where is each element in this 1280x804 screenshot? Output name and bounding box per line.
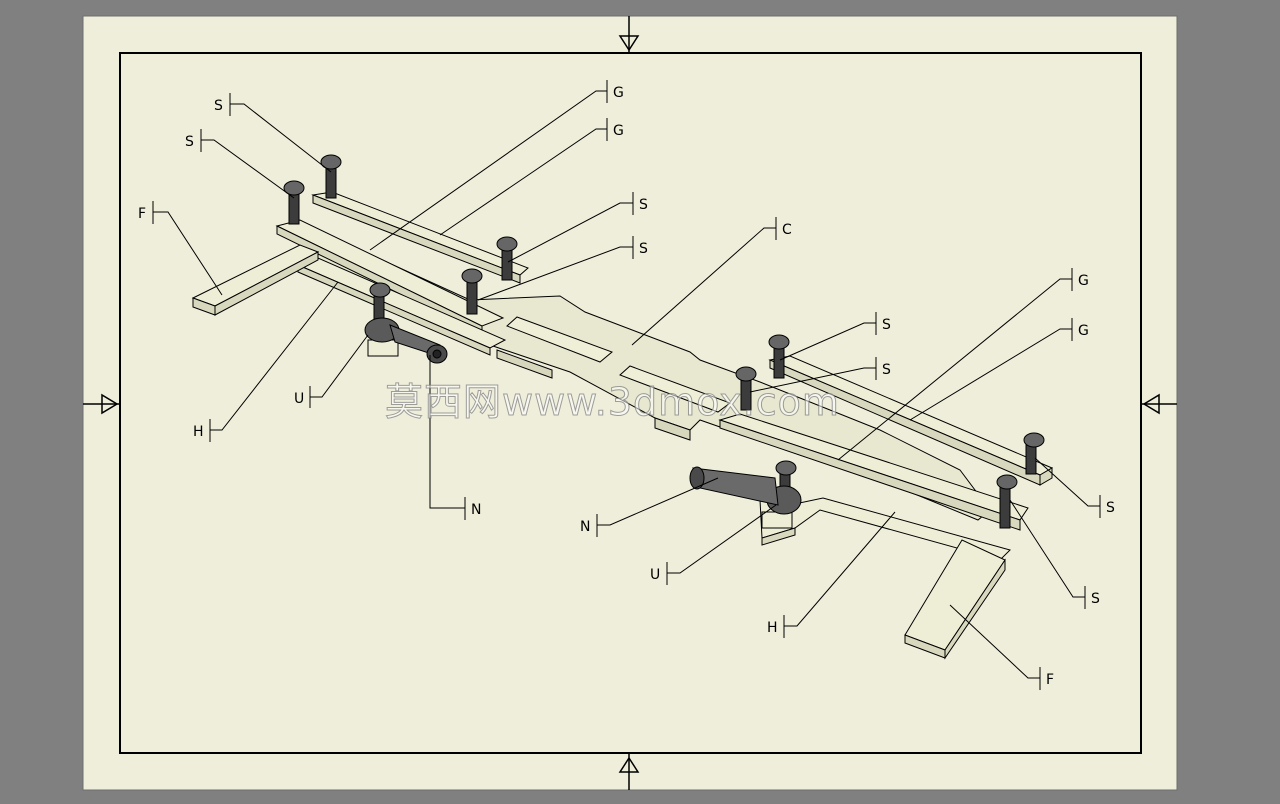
screw-icon xyxy=(320,154,342,199)
callout-s1: S xyxy=(214,98,223,114)
screw-icon xyxy=(1023,432,1045,475)
callout-g3: G xyxy=(1078,273,1089,289)
screw-icon xyxy=(283,180,305,225)
guide-g-right-front xyxy=(718,413,1029,531)
plate-f-left xyxy=(191,244,320,316)
callout-s3: S xyxy=(639,197,648,213)
callout-s7: S xyxy=(1106,500,1115,516)
watermark-text: 莫西网www.3dmox.com xyxy=(385,380,840,424)
screw-icon xyxy=(768,334,790,379)
rod-ends xyxy=(364,317,802,529)
callout-g4: G xyxy=(1078,323,1089,339)
callout-s2: S xyxy=(185,134,194,150)
callout-h1: H xyxy=(193,424,204,440)
screw-icon xyxy=(461,268,483,315)
plate-h-left xyxy=(296,257,507,356)
callout-g2: G xyxy=(613,123,624,139)
callout-f2: F xyxy=(1046,672,1054,688)
callout-u2: U xyxy=(650,567,660,583)
screw-icon xyxy=(369,282,391,325)
callout-c1: C xyxy=(782,222,792,238)
callout-s5: S xyxy=(882,317,891,333)
drawing-border xyxy=(119,52,1142,754)
callout-s4: S xyxy=(639,241,648,257)
callout-h2: H xyxy=(767,620,778,636)
plate-f-right xyxy=(904,539,1006,660)
callout-n1: N xyxy=(471,502,481,518)
callout-u1: U xyxy=(294,391,304,407)
rod-end-right xyxy=(689,466,802,529)
leader-lines xyxy=(152,80,1101,690)
centering-marks xyxy=(83,16,1177,790)
callout-s8: S xyxy=(1091,591,1100,607)
screw-icon xyxy=(996,474,1018,529)
callout-labels: S S G G F S S C U H N G G S S S N U H S … xyxy=(138,85,1115,688)
screw-icon xyxy=(735,366,757,411)
screws xyxy=(283,154,1045,529)
callout-g1: G xyxy=(613,85,624,101)
callout-f1: F xyxy=(138,206,146,222)
rod-end-left xyxy=(364,317,448,364)
screw-icon xyxy=(496,236,518,281)
callout-s6: S xyxy=(882,362,891,378)
callout-n2: N xyxy=(580,519,590,535)
